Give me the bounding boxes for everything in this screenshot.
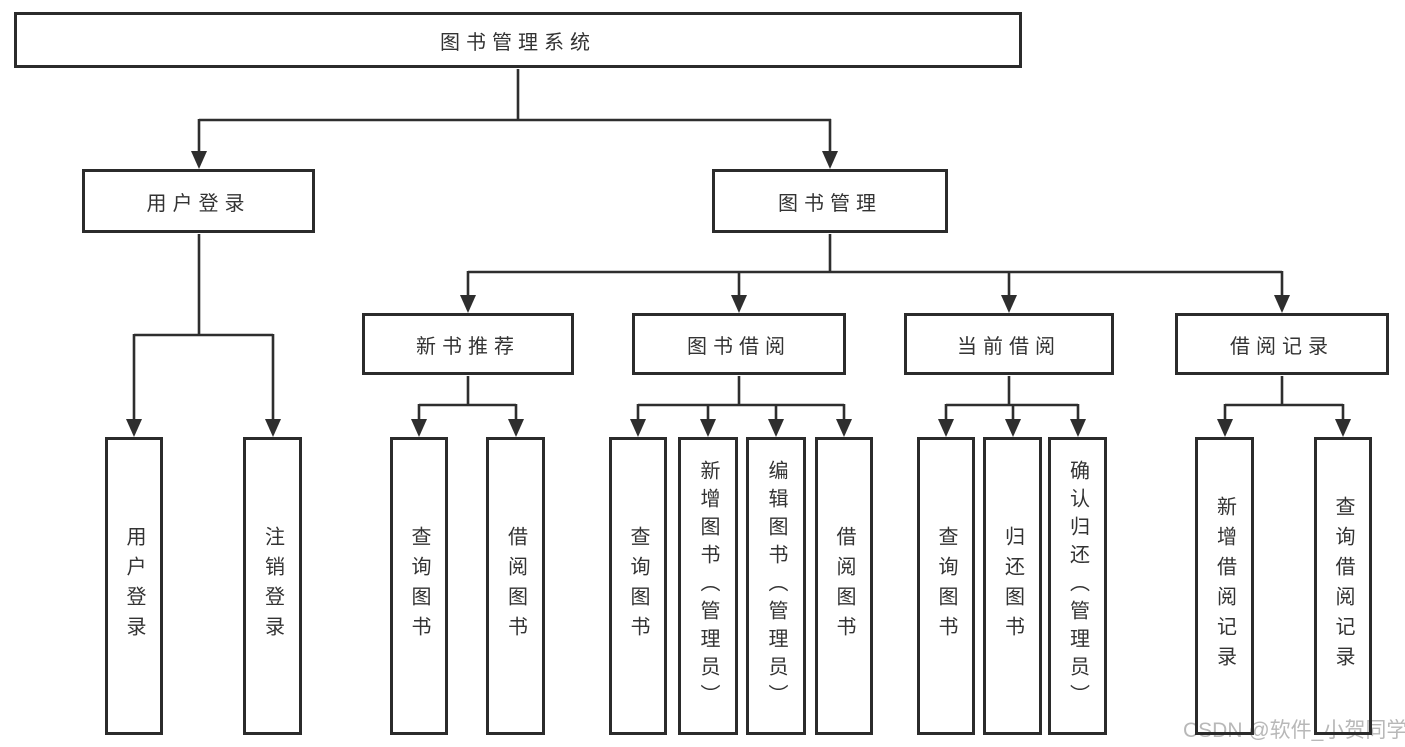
leaf-borrow-books-recommend: 借阅图书 bbox=[486, 437, 545, 735]
node-book-borrowing-label: 图书借阅 bbox=[687, 335, 791, 358]
node-book-management: 图书管理 bbox=[712, 169, 948, 233]
leaf-query-books-borrowing: 查询图书 bbox=[609, 437, 667, 735]
node-book-borrowing: 图书借阅 bbox=[632, 313, 846, 375]
node-current-borrowing: 当前借阅 bbox=[904, 313, 1114, 375]
node-new-book-recommend: 新书推荐 bbox=[362, 313, 574, 375]
leaf-edit-books-admin: 编辑图书（管理员） bbox=[746, 437, 806, 735]
leaf-user-login: 用户登录 bbox=[105, 437, 163, 735]
leaf-user-login-label: 用户登录 bbox=[123, 526, 145, 646]
node-borrowing-records: 借阅记录 bbox=[1175, 313, 1389, 375]
leaf-query-books-recommend: 查询图书 bbox=[390, 437, 448, 735]
node-new-book-recommend-label: 新书推荐 bbox=[416, 335, 520, 358]
leaf-confirm-return-admin-label: 确认归还（管理员） bbox=[1066, 460, 1089, 712]
leaf-query-borrow-record: 查询借阅记录 bbox=[1314, 437, 1372, 735]
leaf-add-borrow-record-label: 新增借阅记录 bbox=[1213, 496, 1236, 676]
leaf-edit-books-admin-label: 编辑图书（管理员） bbox=[765, 460, 787, 712]
node-user-login-label: 用户登录 bbox=[146, 192, 251, 215]
leaf-add-books-admin-label: 新增图书（管理员） bbox=[697, 460, 719, 712]
leaf-query-borrow-record-label: 查询借阅记录 bbox=[1332, 496, 1354, 676]
leaf-return-books: 归还图书 bbox=[983, 437, 1042, 735]
leaf-borrow-books-recommend-label: 借阅图书 bbox=[504, 526, 527, 646]
leaf-logout-label: 注销登录 bbox=[261, 526, 284, 646]
node-root-system: 图书管理系统 bbox=[14, 12, 1022, 68]
csdn-watermark: CSDN @软件_小贺同学 bbox=[1183, 719, 1405, 742]
leaf-confirm-return-admin: 确认归还（管理员） bbox=[1048, 437, 1107, 735]
node-user-login: 用户登录 bbox=[82, 169, 315, 233]
leaf-borrow-books-borrowing-label: 借阅图书 bbox=[833, 526, 855, 646]
leaf-query-books-current-label: 查询图书 bbox=[935, 526, 957, 646]
node-borrowing-records-label: 借阅记录 bbox=[1230, 335, 1334, 358]
leaf-add-borrow-record: 新增借阅记录 bbox=[1195, 437, 1254, 735]
leaf-return-books-label: 归还图书 bbox=[1001, 526, 1024, 646]
leaf-add-books-admin: 新增图书（管理员） bbox=[678, 437, 738, 735]
node-book-management-label: 图书管理 bbox=[778, 192, 882, 215]
node-root-label: 图书管理系统 bbox=[440, 31, 596, 54]
leaf-borrow-books-borrowing: 借阅图书 bbox=[815, 437, 873, 735]
leaf-query-books-recommend-label: 查询图书 bbox=[408, 526, 430, 646]
node-current-borrowing-label: 当前借阅 bbox=[957, 335, 1061, 358]
leaf-query-books-current: 查询图书 bbox=[917, 437, 975, 735]
leaf-query-books-borrowing-label: 查询图书 bbox=[627, 526, 649, 646]
leaf-logout: 注销登录 bbox=[243, 437, 302, 735]
